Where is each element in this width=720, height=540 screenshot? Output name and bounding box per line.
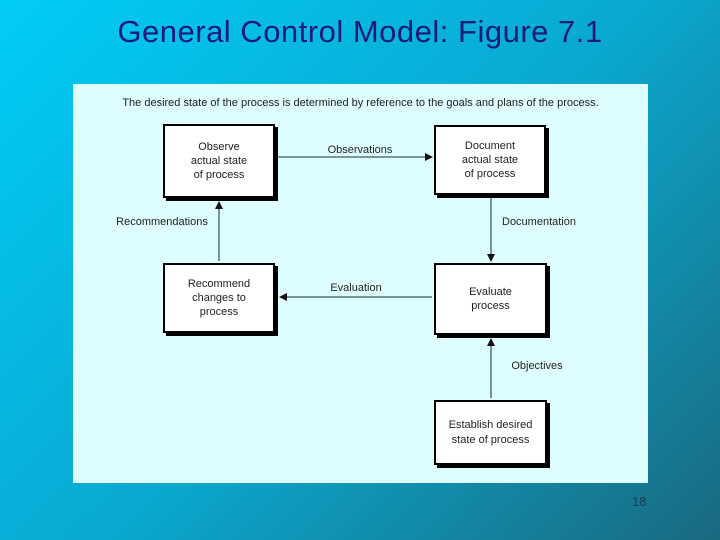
arrow-label-objectives: Objectives: [511, 360, 563, 372]
arrow-label-evaluation: Evaluation: [330, 282, 382, 294]
flow-box-label: Evaluate process: [469, 285, 512, 312]
arrow-label-recommendations: Recommendations: [116, 216, 208, 228]
flow-box-establish-desired-state: Establish desired state of process: [434, 400, 547, 465]
flow-box-label: Establish desired state of process: [448, 419, 533, 446]
arrow-observations: [277, 153, 433, 161]
flow-box-document-actual-state: Document actual state of process: [434, 125, 546, 195]
arrow-documentation: [487, 198, 495, 262]
flow-box-recommend-changes: Recommend changes to process: [163, 263, 275, 333]
diagram-panel: The desired state of the process is dete…: [73, 84, 648, 483]
flow-box-label: Recommend changes to process: [187, 277, 251, 319]
diagram-connectors: [215, 153, 495, 398]
flow-box-observe-actual-state: Observe actual state of process: [163, 124, 275, 198]
arrow-objectives: [487, 338, 495, 398]
flow-box-evaluate-process: Evaluate process: [434, 263, 547, 335]
diagram-caption: The desired state of the process is dete…: [122, 97, 599, 109]
arrow-recommendations: [215, 201, 223, 261]
arrow-evaluation: [279, 293, 432, 301]
slide-title: General Control Model: Figure 7.1: [117, 14, 603, 49]
flow-box-label: Observe actual state of process: [190, 140, 248, 182]
page-number: 18: [632, 494, 647, 509]
arrow-label-documentation: Documentation: [502, 216, 576, 228]
arrow-label-observations: Observations: [327, 144, 393, 156]
flow-box-label: Document actual state of process: [461, 139, 519, 181]
